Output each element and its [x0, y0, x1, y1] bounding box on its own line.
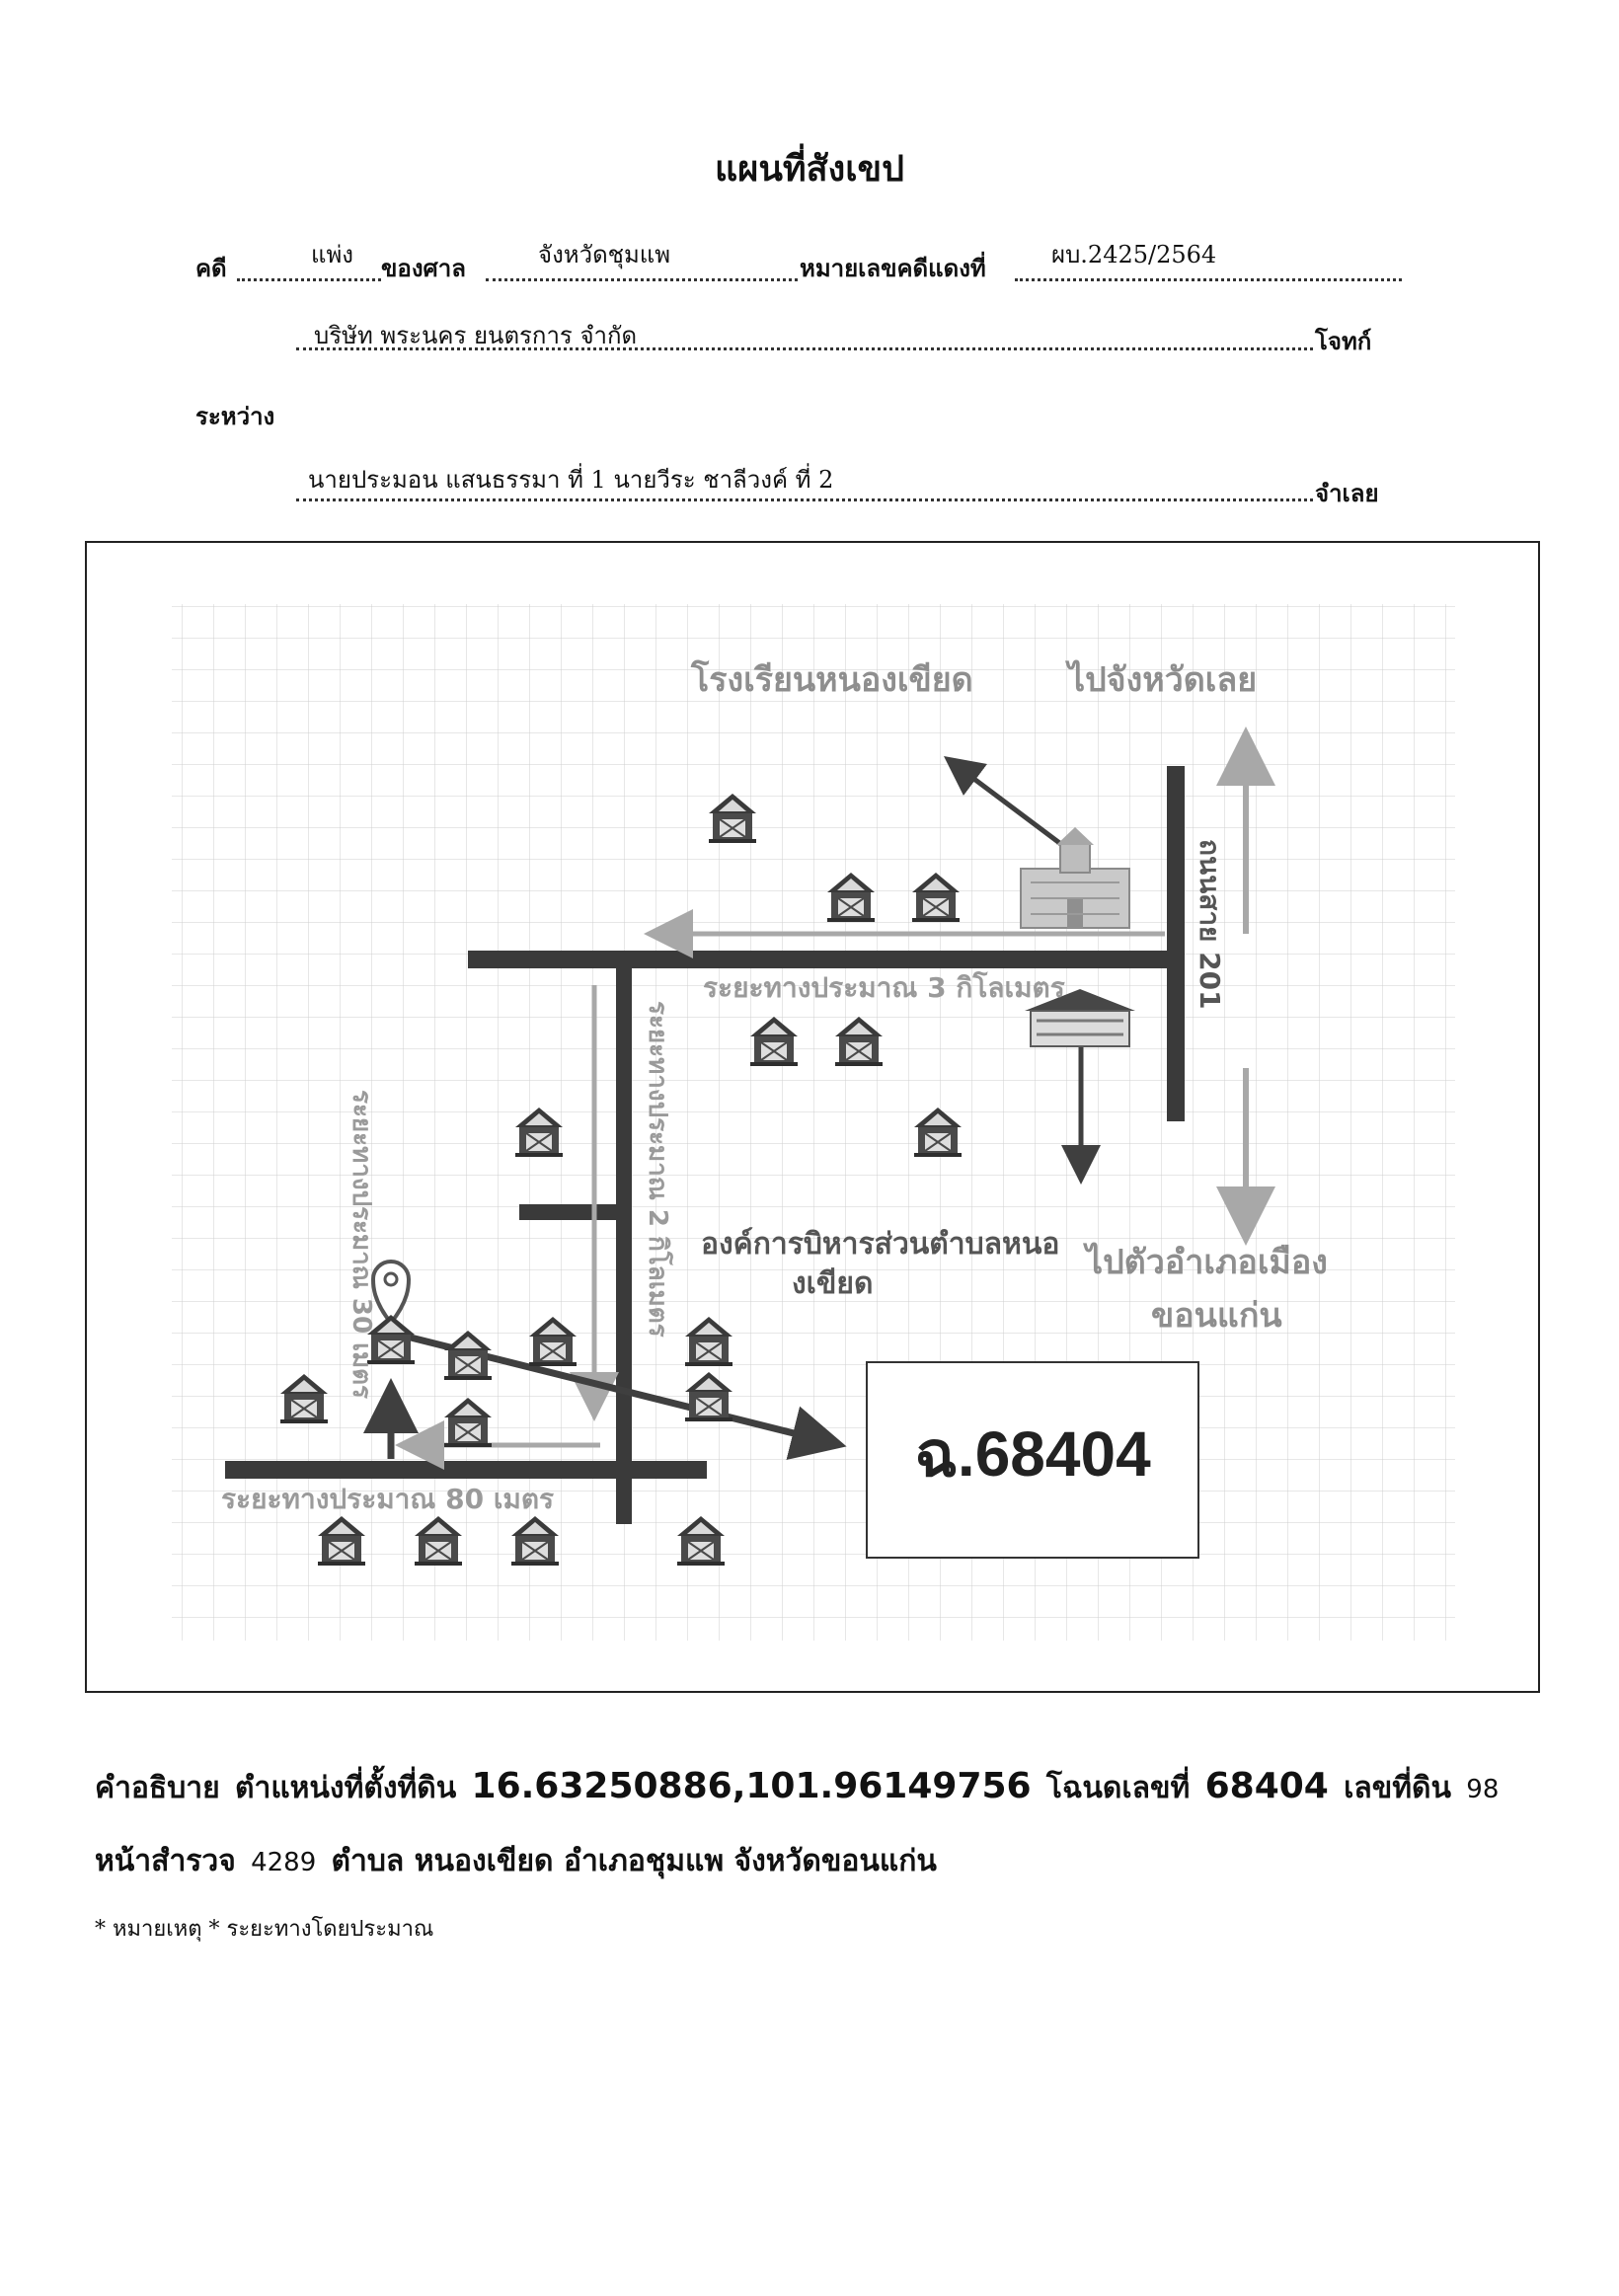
road-top	[468, 951, 1179, 968]
to-loei-label: ไปจังหวัดเลย	[1065, 659, 1257, 700]
tao-office-icon	[1025, 989, 1135, 1047]
address: ตำบล หนองเขียด อำเภอชุมแพ จังหวัดขอนแก่น	[331, 1844, 937, 1878]
description-label: คำอธิบาย	[95, 1771, 220, 1805]
deed-label: โฉนดเลขที่	[1045, 1771, 1191, 1805]
defendant-label: จำเลย	[1315, 480, 1379, 507]
to-town-line1: ไปตัวอำเภอเมือง	[1083, 1242, 1328, 1282]
court-name: จังหวัดชุมแพ	[538, 241, 671, 268]
survey-label: หน้าสำรวจ	[95, 1844, 236, 1878]
school-icon	[1020, 827, 1130, 929]
defendant-dotline	[296, 498, 1313, 501]
land-no-label: เลขที่ดิน	[1344, 1771, 1452, 1805]
road-bottom	[225, 1461, 707, 1479]
deed-number: 68404	[1204, 1766, 1329, 1806]
court-dotline	[486, 278, 798, 281]
dist-30m-label: ระยะทางประมาณ 30 เมตร	[347, 1090, 376, 1399]
survey-number: 4289	[251, 1848, 317, 1877]
sketch-map: ฉ.68404 โรงเรียนหนองเขียด ไปจังหวัดเลย ถ…	[172, 604, 1455, 1641]
highway-label: ถนนสาย 201	[1194, 839, 1226, 1010]
school-label: โรงเรียนหนองเขียด	[690, 659, 973, 700]
red-case-number: ผบ.2425/2564	[1051, 241, 1217, 268]
dist-2km-label: ระยะทางประมาณ 2 กิโลเมตร	[643, 1001, 674, 1338]
road-vertical-main	[616, 959, 632, 1524]
footnote: * หมายเหตุ * ระยะทางโดยประมาณ	[95, 1917, 434, 1942]
to-town-line2: ขอนแก่น	[1151, 1296, 1282, 1336]
red-case-dotline	[1015, 278, 1402, 281]
case-label: คดี	[195, 255, 227, 282]
case-type: แพ่ง	[311, 241, 354, 268]
road-branch-middle	[519, 1204, 632, 1220]
land-no-value: 98	[1466, 1775, 1500, 1804]
description-line-2: หน้าสำรวจ 4289 ตำบล หนองเขียด อำเภอชุมแพ…	[95, 1838, 937, 1884]
tao-label-line1: องค์การบิหารส่วนตำบลหนอ	[701, 1227, 1059, 1262]
coordinates-value: 16.63250886,101.96149756	[471, 1766, 1032, 1806]
location-label: ตำแหน่งที่ตั้งที่ดิน	[234, 1771, 457, 1805]
dist-3km-label: ระยะทางประมาณ 3 กิโลเมตร	[703, 970, 1065, 1004]
parcel-label: ฉ.68404	[914, 1418, 1151, 1490]
plaintiff-name: บริษัท พระนคร ยนตรการ จำกัด	[314, 322, 638, 349]
court-label: ของศาล	[381, 255, 466, 282]
location-pin-icon	[370, 1260, 412, 1327]
parcel-box	[866, 1361, 1199, 1559]
dist-80m-label: ระยะทางประมาณ 80 เมตร	[221, 1483, 554, 1515]
red-case-label: หมายเลขคดีแดงที่	[800, 255, 986, 282]
between-label: ระหว่าง	[195, 403, 275, 430]
map-frame: ฉ.68404 โรงเรียนหนองเขียด ไปจังหวัดเลย ถ…	[85, 541, 1540, 1693]
plaintiff-label: โจทก์	[1315, 328, 1372, 355]
case-dotline	[237, 278, 381, 281]
defendant-names: นายประมอน แสนธรรมา ที่ 1 นายวีระ ชาลีวงค…	[308, 466, 834, 494]
arrow-school	[944, 756, 1072, 853]
highway-201-road	[1167, 766, 1185, 1121]
tao-label-line2: งเขียด	[792, 1266, 873, 1301]
description-line-1: คำอธิบาย ตำแหน่งที่ตั้งที่ดิน 16.6325088…	[95, 1765, 1499, 1811]
page-title: แผนที่สังเขป	[715, 149, 904, 190]
plaintiff-dotline	[296, 347, 1313, 350]
